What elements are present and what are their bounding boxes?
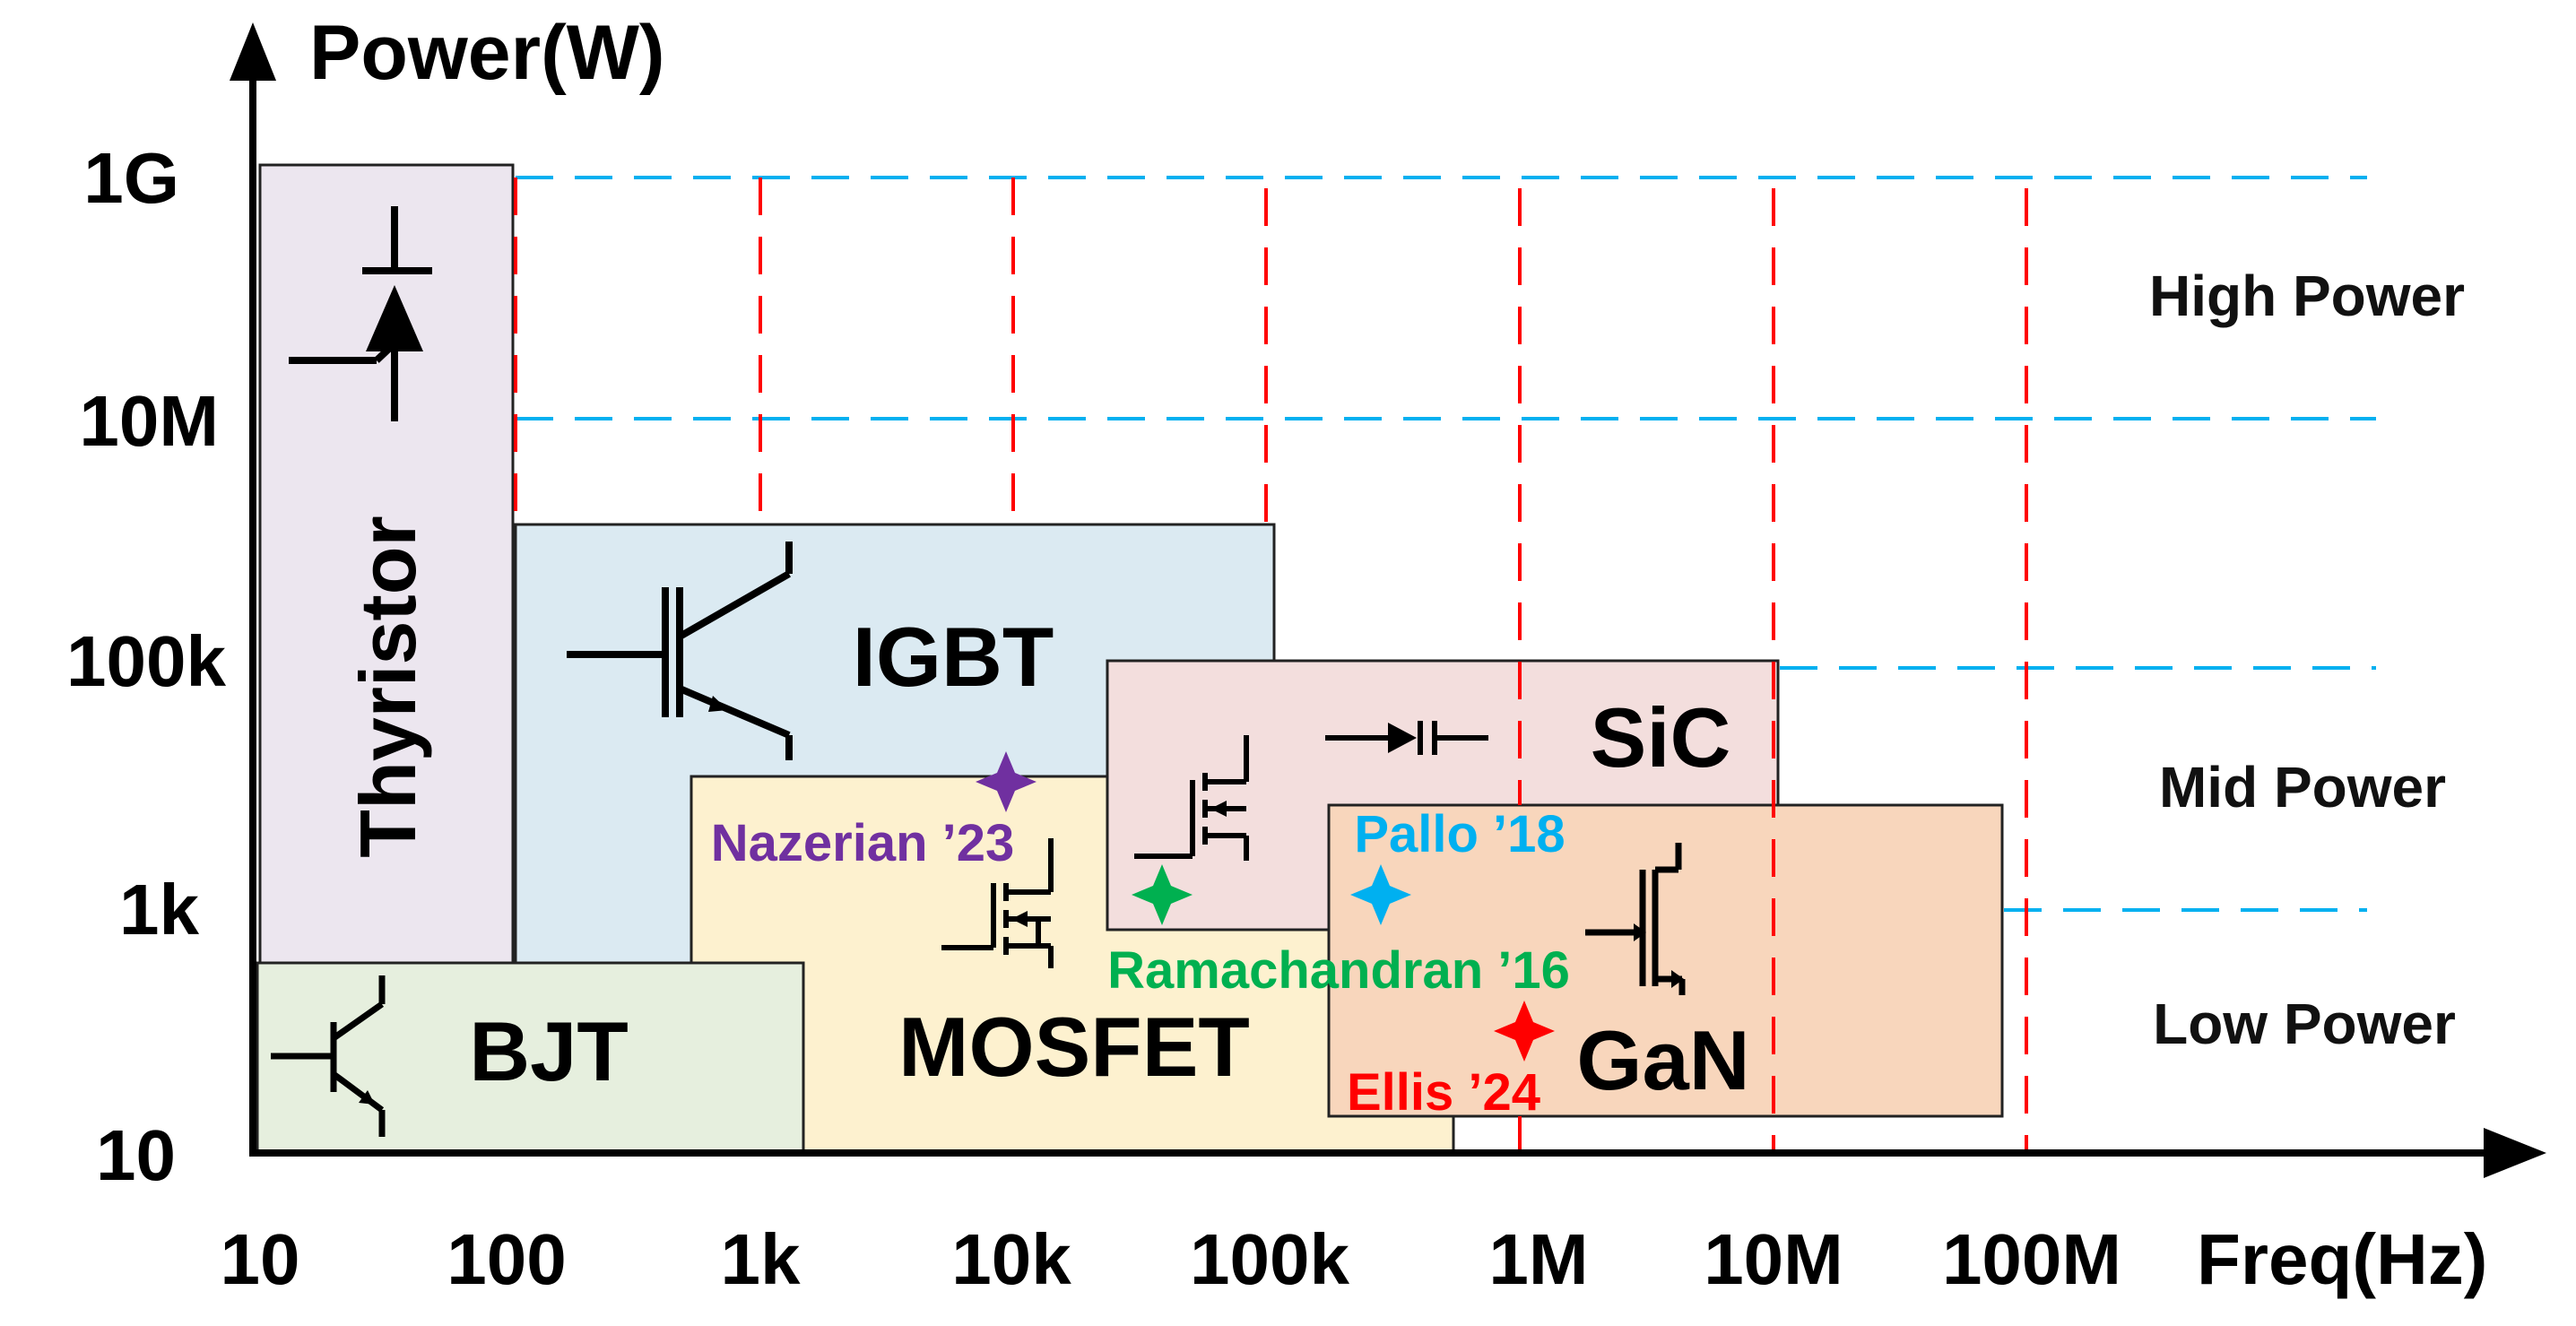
thyristor-region (258, 163, 515, 965)
ellis-label: Ellis ’24 (1347, 1063, 1540, 1122)
sic-label: SiC (1591, 690, 1731, 784)
x-tick-label: 100M (1942, 1219, 2121, 1299)
gan-region (1327, 803, 2004, 1118)
mosfet-symbol-icon (941, 838, 1054, 968)
nazerian-marker (976, 751, 1036, 812)
mid-power-label: Mid Power (2159, 755, 2446, 819)
gan-label: GaN (1576, 1013, 1749, 1107)
power-band-labels: High Power Mid Power Low Power (2149, 264, 2465, 1056)
x-tick-label: 10k (951, 1219, 1071, 1299)
y-tick-label: 1k (119, 870, 199, 949)
sic-mosfet-symbol-icon (1134, 735, 1249, 861)
y-tick-label: 100k (66, 621, 226, 701)
x-tick-label: 1M (1488, 1219, 1588, 1299)
x-axis-arrow (2484, 1128, 2546, 1178)
ramachandran-marker (1132, 864, 1193, 925)
frequency-gridlines (514, 178, 2028, 1151)
y-tick-label: 10 (96, 1115, 176, 1195)
sic-diode-symbol-icon (1325, 721, 1488, 755)
x-tick-label: 10M (1704, 1219, 1843, 1299)
ramachandran-label: Ramachandran ’16 (1107, 941, 1570, 1000)
igbt-label: IGBT (853, 610, 1054, 704)
gan-hemt-symbol-icon (1585, 843, 1686, 995)
igbt-symbol-icon (567, 542, 793, 760)
x-tick-label: 10 (221, 1219, 300, 1299)
thyristor-label: Thyristor (343, 516, 432, 857)
pallo-label: Pallo ’18 (1354, 805, 1565, 863)
x-tick-label: 100 (447, 1219, 566, 1299)
y-tick-label: 10M (79, 381, 219, 461)
bjt-symbol-icon (271, 975, 386, 1137)
low-power-label: Low Power (2153, 992, 2456, 1056)
x-tick-label: 100k (1190, 1219, 1349, 1299)
ellis-marker (1494, 1001, 1555, 1062)
y-tick-labels: 1G 10M 100k 1k 10 (66, 138, 226, 1195)
thyristor-symbol-icon (289, 206, 432, 421)
y-axis-title: Power(W) (309, 10, 665, 96)
x-axis-title: Freq(Hz) (2197, 1219, 2487, 1299)
x-tick-labels: 10 100 1k 10k 100k 1M 10M 100M (221, 1219, 2122, 1299)
x-tick-label: 1k (721, 1219, 801, 1299)
bjt-label: BJT (469, 1004, 629, 1098)
pallo-marker (1350, 864, 1411, 925)
nazerian-label: Nazerian ’23 (711, 814, 1015, 872)
power-band-gridlines (516, 176, 2376, 912)
bjt-region (256, 961, 805, 1153)
y-tick-label: 1G (83, 138, 179, 218)
axes (230, 22, 2546, 1178)
y-axis-arrow (230, 22, 276, 81)
mosfet-label: MOSFET (898, 1000, 1250, 1094)
high-power-label: High Power (2149, 264, 2465, 328)
